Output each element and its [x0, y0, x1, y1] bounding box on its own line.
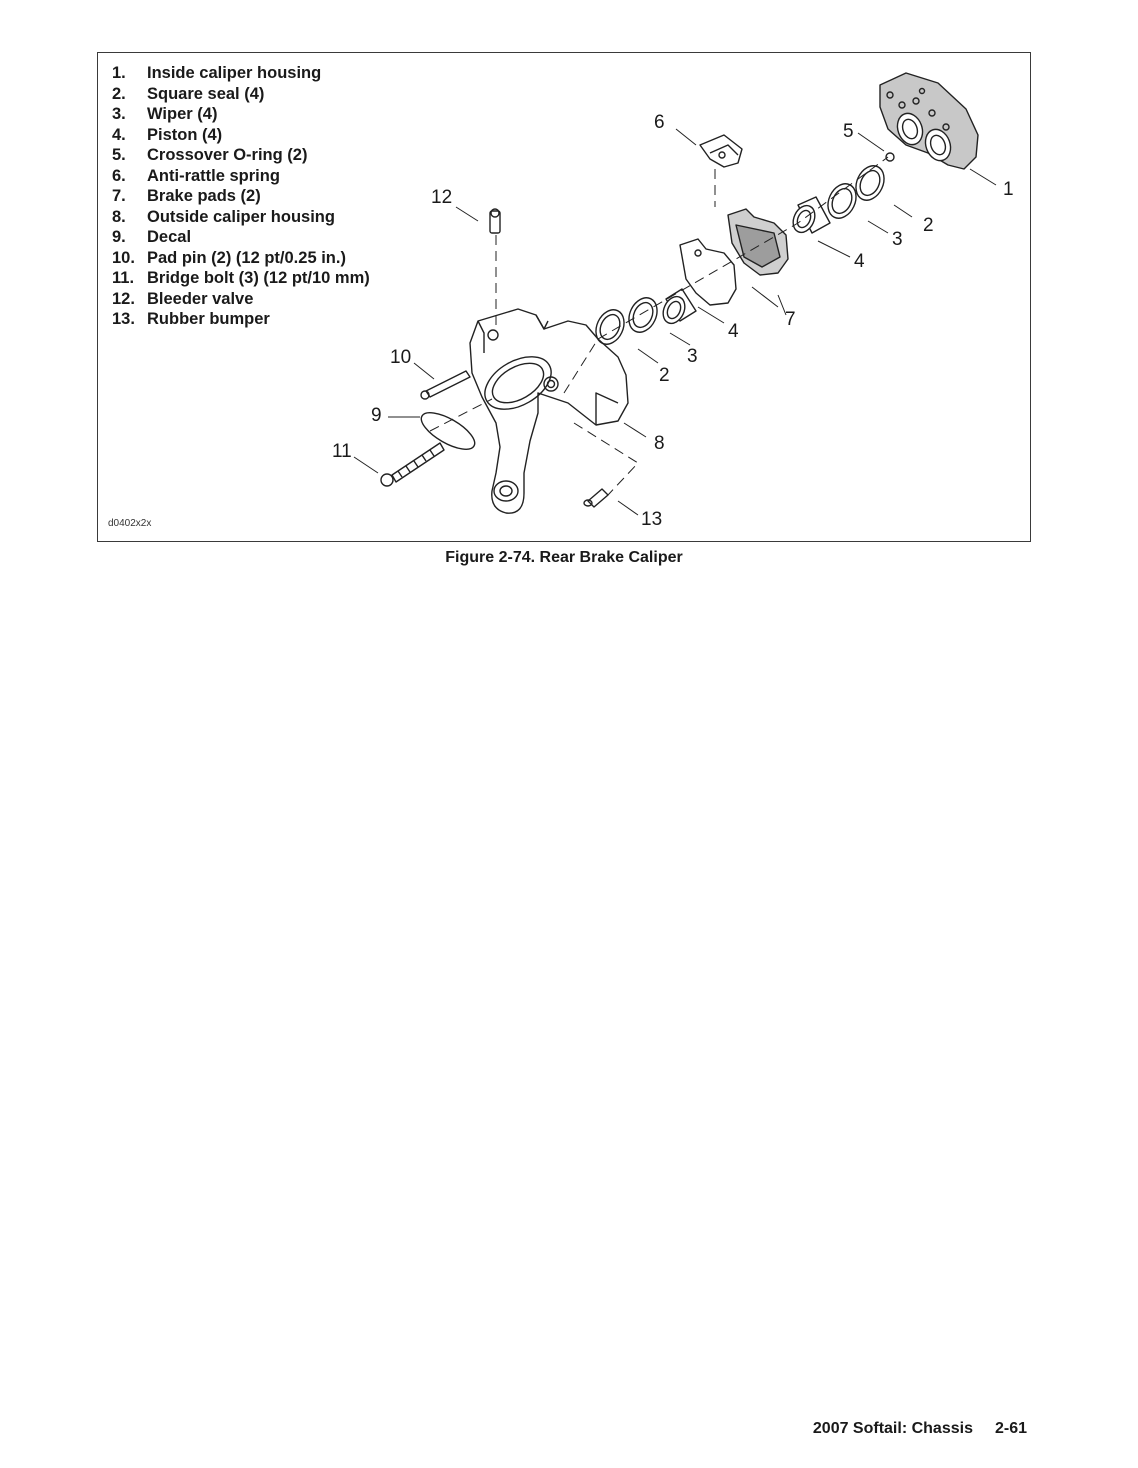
legend-item: 12.Bleeder valve [112, 289, 254, 308]
callout-13: 13 [641, 509, 662, 530]
callout-5: 5 [843, 121, 854, 142]
assembly-axis-lines [429, 156, 889, 496]
legend-item: 5.Crossover O-ring (2) [112, 146, 308, 164]
callout-11: 11 [332, 441, 352, 462]
crossover-o-ring-illustration [885, 152, 895, 162]
legend-item: 2.Square seal (4) [112, 84, 265, 103]
inside-caliper-housing-illustration [879, 72, 979, 170]
legend-item: 9.Decal [112, 228, 192, 246]
callout-1: 1 [1003, 179, 1014, 200]
legend-item: 3.Wiper (4) [112, 105, 218, 123]
callout-10: 10 [390, 347, 411, 368]
legend-item: 8.Outside caliper housing [112, 207, 335, 226]
decal-illustration [420, 412, 476, 450]
legend-item: 4.Piston (4) [112, 125, 223, 144]
callout-leaders [353, 128, 997, 516]
anti-rattle-spring-illustration [699, 134, 743, 168]
legend-item: 11.Bridge bolt (3) (12 pt/10 mm) [112, 269, 370, 287]
callout-3: 3 [892, 229, 903, 250]
callout-9: 9 [371, 405, 382, 426]
callout-7: 7 [785, 309, 796, 330]
figure-frame: 1.Inside caliper housing 2.Square seal (… [97, 52, 1031, 542]
brake-pads-illustration [679, 208, 789, 306]
rubber-bumper-illustration [583, 488, 609, 508]
callout-8: 8 [654, 433, 665, 454]
legend-item: 10.Pad pin (2) (12 pt/0.25 in.) [112, 248, 346, 267]
callout-4-lower: 4 [728, 321, 739, 342]
legend-item: 6.Anti-rattle spring [112, 166, 280, 185]
exploded-caliper-drawing: 1 2 3 4 5 6 7 8 9 10 11 12 13 2 3 4 [332, 72, 1014, 530]
bleeder-valve-illustration [489, 208, 501, 234]
left-piston-stack-illustration [595, 288, 697, 345]
figure-id: d0402x2x [108, 518, 152, 529]
legend-item: 1.Inside caliper housing [112, 64, 322, 82]
legend-item: 7.Brake pads (2) [112, 187, 261, 205]
callout-2-lower: 2 [659, 365, 670, 386]
callout-6: 6 [654, 112, 665, 133]
callout-3-lower: 3 [687, 346, 698, 367]
page-number: 2-61 [994, 1420, 1027, 1437]
callout-12: 12 [431, 187, 452, 208]
bridge-bolt-illustration [380, 442, 445, 487]
parts-legend: 1.Inside caliper housing 2.Square seal (… [112, 63, 370, 330]
legend-item: 13.Rubber bumper [112, 310, 270, 328]
outside-caliper-housing-illustration [469, 308, 629, 514]
page-footer: 2007 Softail: Chassis 2-61 [813, 1420, 1027, 1438]
figure-caption: Figure 2-74. Rear Brake Caliper [445, 549, 683, 566]
callout-2: 2 [923, 215, 934, 236]
footer-title: 2007 Softail: Chassis [812, 1420, 973, 1437]
pad-pin-illustration [420, 370, 471, 400]
callout-4: 4 [854, 251, 865, 272]
